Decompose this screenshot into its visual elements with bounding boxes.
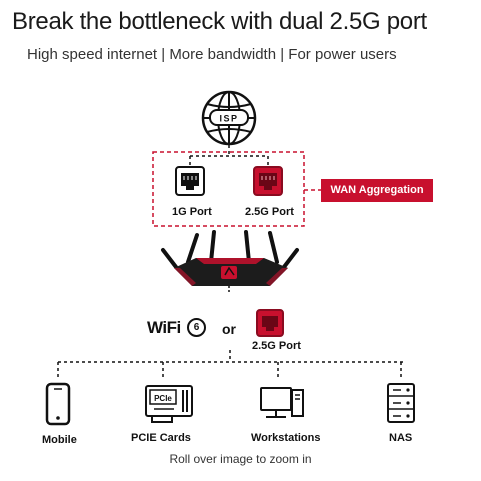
pcie-card-icon: [145, 385, 193, 423]
port-label-1g: 1G Port: [172, 206, 212, 218]
ethernet-port-2-5g-icon: [253, 166, 283, 196]
port-label-2-5g: 2.5G Port: [245, 206, 294, 218]
device-label-workstations: Workstations: [251, 432, 321, 444]
nas-icon: [387, 383, 415, 423]
wan-port-group: [152, 151, 305, 227]
isp-label: ISP: [219, 114, 238, 124]
ethernet-port-lan-icon: [256, 309, 284, 337]
ethernet-port-1g-icon: [175, 166, 205, 196]
pcie-chip-text: PCIe: [154, 394, 172, 403]
subhead: High speed internet | More bandwidth | F…: [27, 46, 397, 63]
or-text: or: [222, 321, 236, 337]
mobile-phone-icon: [45, 382, 71, 426]
router-icon: [161, 230, 299, 292]
wifi6-logo-text: WiFi: [147, 318, 181, 337]
zoom-hint-caption: Roll over image to zoom in: [169, 452, 312, 466]
device-label-mobile: Mobile: [42, 434, 77, 446]
lan-port-label: 2.5G Port: [252, 340, 301, 352]
workstation-icon: [260, 387, 304, 418]
headline: Break the bottleneck with dual 2.5G port: [12, 8, 427, 35]
globe-icon: [201, 90, 257, 146]
device-label-pcie-cards: PCIE Cards: [131, 432, 191, 444]
device-label-nas: NAS: [389, 432, 413, 444]
wifi6-logo-badge: 6: [187, 318, 206, 337]
wan-aggregation-tag: WAN Aggregation: [321, 179, 433, 202]
